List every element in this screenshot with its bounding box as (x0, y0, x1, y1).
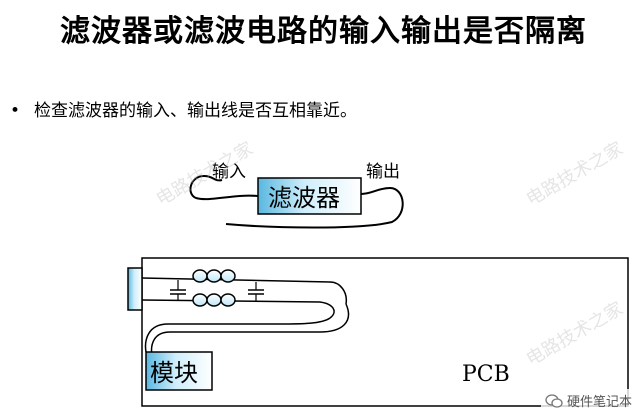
bullet-dot: • (10, 101, 21, 121)
filter-label: 滤波器 (268, 184, 340, 212)
output-wire (225, 186, 404, 229)
trace-loop-outer (150, 303, 350, 357)
module-label: 模块 (150, 359, 198, 387)
wechat-badge-text: 硬件笔记本 (566, 395, 632, 410)
inductor-lower (192, 293, 236, 307)
connector (127, 267, 143, 311)
top-filter-diagram: 滤波器 输入 输出 (189, 162, 404, 229)
bullet-point: • 检查滤波器的输入、输出线是否互相靠近。 (10, 96, 357, 121)
pcb-label: PCB (462, 362, 510, 387)
module-box (145, 351, 213, 391)
bullet-text: 检查滤波器的输入、输出线是否互相靠近。 (34, 101, 357, 121)
capacitor-right (248, 282, 264, 302)
trace-upper (141, 277, 348, 305)
inductor-upper (192, 269, 236, 283)
output-label: 输出 (366, 162, 400, 182)
wechat-badge: 硬件笔记本 (540, 389, 636, 412)
input-wire (189, 174, 259, 201)
wechat-icon (545, 393, 563, 408)
trace-lower (141, 299, 335, 319)
input-label: 输入 (212, 162, 246, 182)
pcb-diagram: 模块 PCB (127, 257, 629, 407)
page-title: 滤波器或滤波电路的输入输出是否隔离 (60, 14, 587, 49)
trace-loop-inner (144, 317, 331, 353)
filter-box (257, 177, 362, 215)
capacitor-left (170, 280, 186, 301)
